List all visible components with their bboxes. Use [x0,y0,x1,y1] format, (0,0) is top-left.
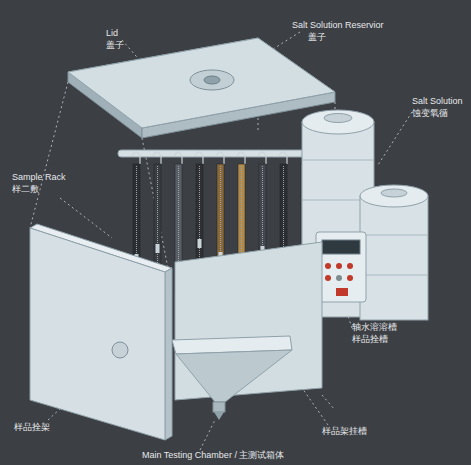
zipper-teeth [157,166,158,270]
leader-line [60,198,112,238]
lid-edge [68,38,335,138]
frame-line [322,395,335,410]
zipper-pull [198,239,202,248]
zipper-tape [154,164,161,274]
part-label: 蚀变氧循 [412,108,448,119]
part-label: 轴水溶溶槽 [352,322,397,333]
zipper-teeth [199,166,200,265]
lid [68,38,335,138]
part-label: 样品拴架 [14,422,50,433]
zipper-pull [156,244,160,253]
control-switch [336,288,348,296]
part-label: 样品架挂槽 [322,426,367,437]
tank-top [302,110,374,134]
lid-knob [190,70,234,90]
part-label: Sample Rack [12,172,66,183]
part-label: 盖子 [106,40,124,51]
sample-zipper [153,152,161,274]
tank-cap [324,114,352,123]
door-knob [112,342,128,358]
tank-cap [381,189,407,197]
rack-hook [195,152,203,164]
part-label: 盖子 [308,32,326,43]
zipper-tape [196,164,203,269]
tank-band [360,235,428,236]
tank-band [302,160,374,161]
side-door [30,224,172,440]
control-button [336,275,342,281]
part-label: Salt Solution [412,96,463,107]
control-button [347,275,353,281]
rack-hook [174,152,182,164]
control-button [347,263,353,269]
rack-hook [153,152,161,164]
rack-hook [216,152,224,164]
door-panel [30,228,165,440]
main-chamber [172,242,322,420]
part-label: Lid [106,28,118,39]
leader-line [300,385,328,425]
leader-line [378,112,412,165]
funnel-tip [214,412,224,420]
frame-line [30,82,68,228]
rack-hook [132,152,140,164]
control-button [336,263,342,269]
lid-knob-hole [204,76,220,84]
door-edge [165,268,172,440]
lid-top [68,38,335,128]
part-label: 样品拴槽 [352,334,388,345]
rack-hook [258,152,266,164]
tank-body [360,196,428,320]
tank-top [360,185,428,207]
control-button [325,275,331,281]
sample-zipper [195,152,203,269]
part-label: Salt Solution Reservior [292,20,384,31]
rack-hook [237,152,245,164]
rack-hook [279,152,287,164]
part-label: 样二敷 [12,184,39,195]
part-label: Main Testing Chamber / 主测试箱体 [142,450,284,461]
frame-lines [30,32,412,450]
leader-line [200,420,215,450]
tank-band [360,275,428,276]
control-box [316,232,366,302]
control-button [325,263,331,269]
control-display [322,240,360,254]
funnel-nozzle [213,402,225,412]
funnel-cone [176,350,292,402]
